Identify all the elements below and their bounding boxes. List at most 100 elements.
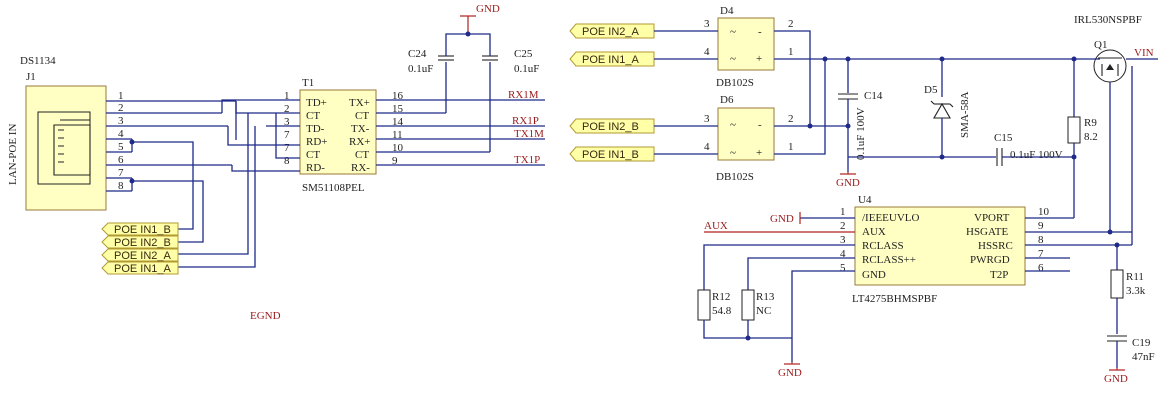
svg-text:7: 7 <box>1038 248 1044 260</box>
rj45-socket-icon <box>53 119 91 176</box>
connector-pins: 1 2 3 4 5 6 7 8 <box>106 90 276 243</box>
q1-part: IRL530NSPBF <box>1074 14 1142 26</box>
svg-text:RX-: RX- <box>351 162 370 174</box>
net-rx1m: RX1M <box>508 89 539 101</box>
svg-text:11: 11 <box>392 129 403 141</box>
net-tx1m: TX1M <box>514 128 544 140</box>
r12-ref: R12 <box>712 291 730 303</box>
u4-body <box>854 206 1026 286</box>
svg-text:~: ~ <box>730 53 736 65</box>
svg-text:-: - <box>758 26 762 38</box>
svg-text:1: 1 <box>118 90 124 102</box>
svg-text:+: + <box>756 53 762 65</box>
cap-c24-ref: C24 <box>408 48 427 60</box>
svg-text:4: 4 <box>704 46 710 58</box>
connector-body <box>25 85 107 211</box>
c14-value: 0.1uF 100V <box>855 107 867 160</box>
cap-c25-ref: C25 <box>514 48 533 60</box>
svg-text:4: 4 <box>118 128 124 140</box>
svg-text:RD+: RD+ <box>306 136 327 148</box>
transformer-body <box>299 89 377 175</box>
svg-text:1: 1 <box>788 141 794 153</box>
svg-text:HSGATE: HSGATE <box>966 226 1008 238</box>
r11-value: 3.3k <box>1126 285 1146 297</box>
svg-text:TD-: TD- <box>306 123 325 135</box>
svg-text:8: 8 <box>284 155 290 167</box>
u4-ref: U4 <box>858 194 872 206</box>
bridge1-ref: D4 <box>720 5 734 17</box>
bridge2-part: DB102S <box>716 171 754 183</box>
q1-ref: Q1 <box>1094 39 1107 51</box>
svg-text:CT: CT <box>355 149 369 161</box>
svg-text:T2P: T2P <box>990 269 1008 281</box>
c15-ref: C15 <box>994 132 1013 144</box>
port-poe-in1-b: POE IN1_B <box>114 224 171 236</box>
c14-ref: C14 <box>864 90 883 102</box>
svg-text:RCLASS++: RCLASS++ <box>862 254 916 266</box>
c15-value: 0.1uF 100V <box>1010 149 1063 161</box>
svg-text:5: 5 <box>840 262 846 274</box>
bridge1-part: DB102S <box>716 77 754 89</box>
svg-text:1: 1 <box>284 90 290 102</box>
port-poe-in2-b: POE IN2_B <box>114 237 171 249</box>
svg-text:5: 5 <box>118 141 124 153</box>
connector-ref: DS1134 <box>20 55 56 67</box>
svg-text:16: 16 <box>392 90 404 102</box>
svg-text:4: 4 <box>840 248 846 260</box>
svg-text:2: 2 <box>840 220 846 232</box>
d5-ref: D5 <box>924 84 938 96</box>
svg-text:AUX: AUX <box>862 226 886 238</box>
svg-text:10: 10 <box>392 142 404 154</box>
transformer-part: SM51108PEL <box>302 182 365 194</box>
gnd-c14: GND <box>836 177 860 189</box>
gnd-r12: GND <box>778 367 802 379</box>
port-r-poe-in1-b: POE IN1_B <box>582 149 639 161</box>
port-r-poe-in2-b: POE IN2_B <box>582 121 639 133</box>
svg-text:~: ~ <box>730 26 736 38</box>
transformer-ref: T1 <box>302 77 314 89</box>
svg-text:9: 9 <box>392 155 398 167</box>
svg-text:2: 2 <box>788 113 794 125</box>
r13-ref: R13 <box>756 291 775 303</box>
bridge2-body <box>717 107 775 161</box>
gnd-label: GND <box>476 3 500 15</box>
gnd-c19: GND <box>1104 373 1128 385</box>
svg-text:10: 10 <box>1038 206 1050 218</box>
cut-label: EGND <box>250 310 281 322</box>
r11-ref: R11 <box>1126 271 1144 283</box>
svg-text:/IEEEUVLO: /IEEEUVLO <box>862 212 919 224</box>
svg-text:8: 8 <box>118 180 124 192</box>
c19-ref: C19 <box>1132 337 1151 349</box>
port-poe-in2-a: POE IN2_A <box>114 250 172 262</box>
right-ports <box>569 23 655 162</box>
svg-text:3: 3 <box>704 113 710 125</box>
r12-value: 54.8 <box>712 305 732 317</box>
svg-text:2: 2 <box>788 18 794 30</box>
svg-text:8: 8 <box>1038 234 1044 246</box>
svg-text:1: 1 <box>840 206 846 218</box>
aux-net: AUX <box>704 220 728 232</box>
port-r-poe-in1-a: POE IN1_A <box>582 54 640 66</box>
svg-text:14: 14 <box>392 116 404 128</box>
svg-text:2: 2 <box>118 102 124 114</box>
svg-text:TX+: TX+ <box>349 97 370 109</box>
net-rx1p: RX1P <box>512 115 539 127</box>
svg-text:2: 2 <box>284 103 290 115</box>
svg-text:CT: CT <box>306 149 320 161</box>
left-ports <box>101 222 179 275</box>
svg-text:7: 7 <box>118 167 124 179</box>
svg-text:~: ~ <box>730 147 736 159</box>
gnd-u4: GND <box>770 213 794 225</box>
svg-text:HSSRC: HSSRC <box>978 240 1013 252</box>
svg-text:9: 9 <box>1038 220 1044 232</box>
svg-text:VPORT: VPORT <box>974 212 1010 224</box>
svg-text:RD-: RD- <box>306 162 325 174</box>
transformer-pins: TD+ CT TD- RD+ CT RD- TX+ CT TX- RX+ CT … <box>284 90 404 174</box>
svg-text:15: 15 <box>392 103 404 115</box>
svg-text:7: 7 <box>284 129 290 141</box>
svg-text:TX-: TX- <box>351 123 370 135</box>
svg-text:3: 3 <box>840 234 846 246</box>
svg-text:4: 4 <box>704 141 710 153</box>
cap-c24-value: 0.1uF <box>408 63 433 75</box>
c19-value: 47nF <box>1132 351 1155 363</box>
